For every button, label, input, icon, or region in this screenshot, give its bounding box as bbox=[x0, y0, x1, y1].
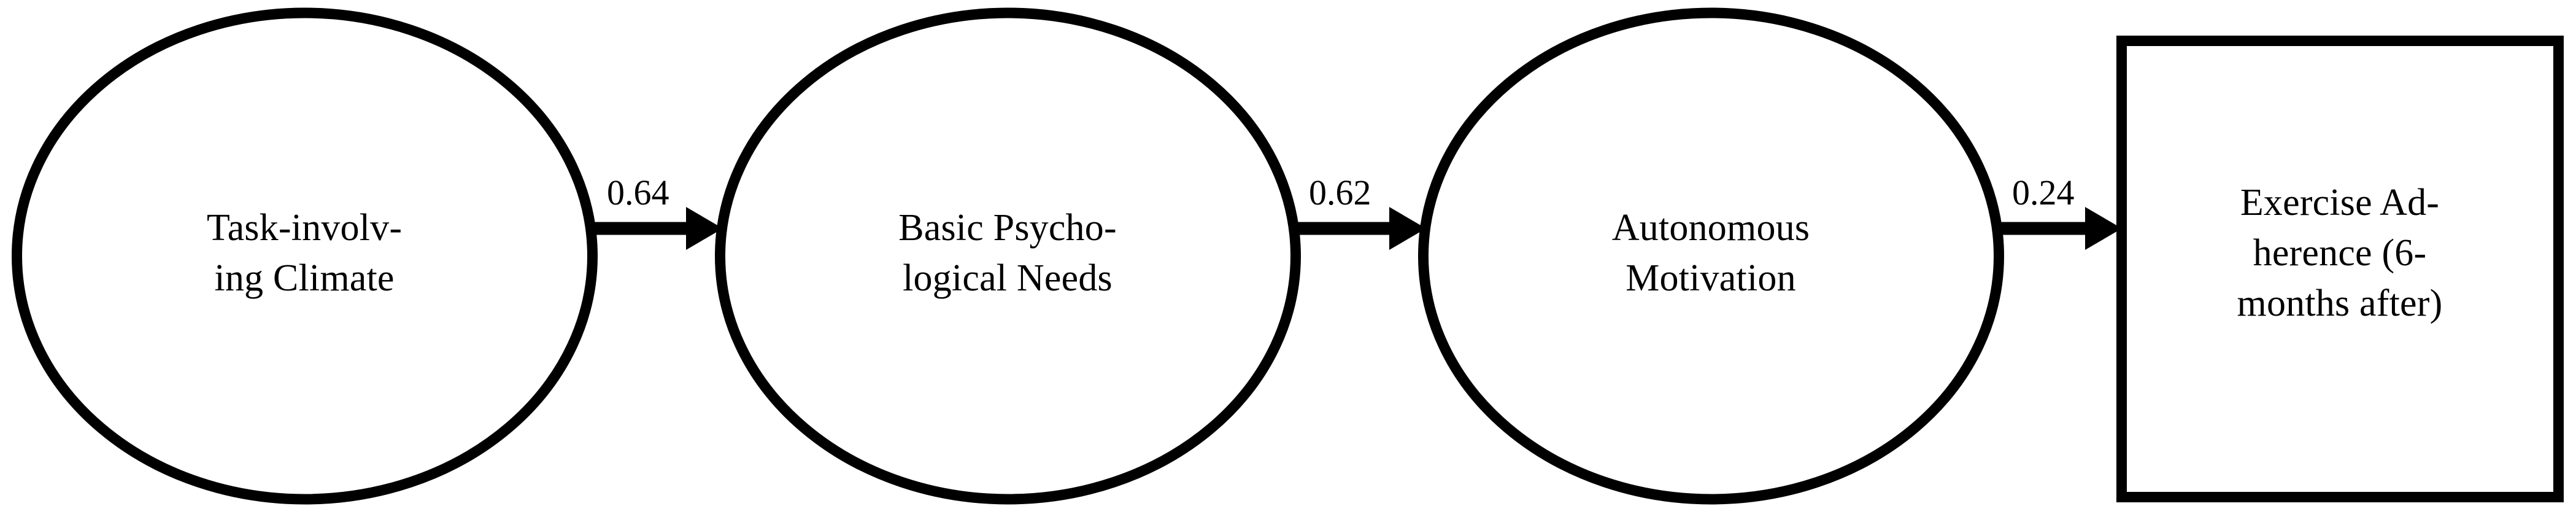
node-shape-basic-psychological-needs[interactable] bbox=[715, 7, 1301, 505]
node-shape-task-involving-climate[interactable] bbox=[12, 7, 598, 505]
node-shape-autonomous-motivation[interactable] bbox=[1418, 7, 2004, 505]
node-shape-exercise-adherence[interactable] bbox=[2116, 36, 2564, 502]
arrow-climate-to-needs bbox=[592, 207, 723, 250]
arrow-motivation-to-adherence bbox=[1998, 207, 2122, 250]
arrow-needs-to-motivation bbox=[1295, 207, 1426, 250]
